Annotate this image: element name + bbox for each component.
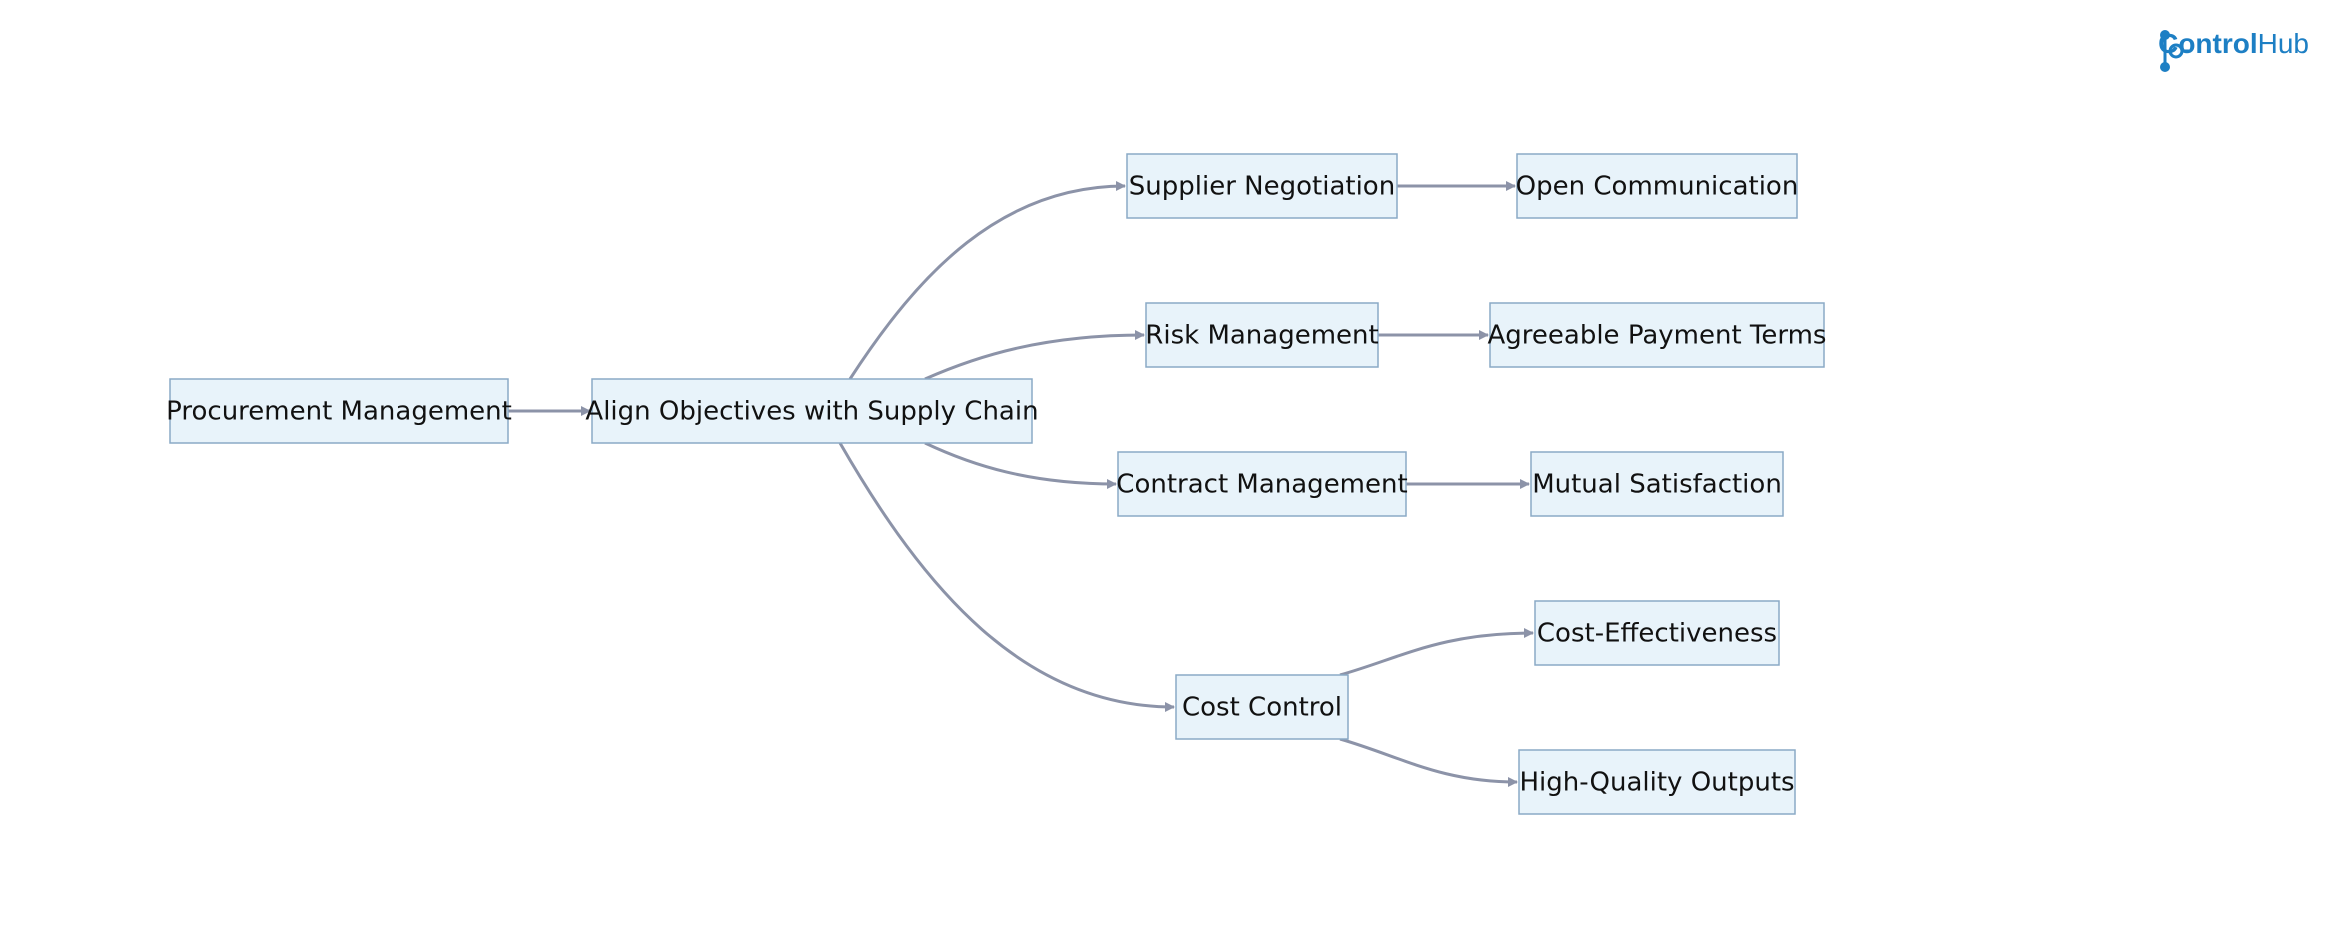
node-effective: Cost-Effectiveness — [1534, 600, 1780, 666]
nodes-layer: Procurement Management Align Objectives w… — [166, 153, 1827, 815]
node-quality: High-Quality Outputs — [1518, 749, 1796, 815]
brand-logo: ControlHub — [2158, 28, 2309, 72]
node-box — [1530, 451, 1784, 517]
node-label: Cost-Effectiveness — [1537, 619, 1777, 649]
node-box — [1489, 302, 1825, 368]
node-label: Risk Management — [1145, 321, 1378, 351]
node-label: Align Objectives with Supply Chain — [585, 397, 1038, 427]
node-label: Cost Control — [1182, 693, 1342, 723]
node-mutual: Mutual Satisfaction — [1530, 451, 1784, 517]
node-label: Procurement Management — [166, 397, 512, 427]
node-cost: Cost Control — [1175, 674, 1349, 740]
node-risk: Risk Management — [1145, 302, 1379, 368]
node-align: Align Objectives with Supply Chain — [585, 378, 1039, 444]
edge-cost-to-quality — [1339, 737, 1518, 787]
node-label: Contract Management — [1116, 470, 1407, 500]
node-supplier: Supplier Negotiation — [1126, 153, 1398, 219]
node-open: Open Communication — [1516, 153, 1799, 219]
edge-align-to-risk — [924, 330, 1145, 381]
node-box — [591, 378, 1033, 444]
node-label: High-Quality Outputs — [1519, 768, 1794, 798]
node-box — [1175, 674, 1349, 740]
node-label: Agreeable Payment Terms — [1488, 321, 1827, 351]
edge-align-to-supplier — [848, 181, 1126, 380]
node-box — [1534, 600, 1780, 666]
node-procurement: Procurement Management — [166, 378, 512, 444]
node-box — [1126, 153, 1398, 219]
edge-align-to-cost — [838, 442, 1175, 712]
node-label: Mutual Satisfaction — [1532, 470, 1782, 500]
edges-layer — [508, 181, 1534, 787]
edge-align-to-contract — [924, 441, 1117, 489]
logo-text-control: Control — [2158, 28, 2258, 59]
node-contract: Contract Management — [1116, 451, 1408, 517]
node-box — [1117, 451, 1407, 517]
node-label: Open Communication — [1516, 172, 1799, 202]
node-box — [1145, 302, 1379, 368]
node-box — [1516, 153, 1798, 219]
network-hub-icon — [2160, 30, 2192, 72]
logo-text-hub: Hub — [2257, 28, 2309, 59]
node-label: Supplier Negotiation — [1129, 172, 1395, 202]
edge-cost-to-effective — [1339, 628, 1534, 677]
node-box — [1518, 749, 1796, 815]
node-payment: Agreeable Payment Terms — [1488, 302, 1827, 368]
node-box — [169, 378, 509, 444]
